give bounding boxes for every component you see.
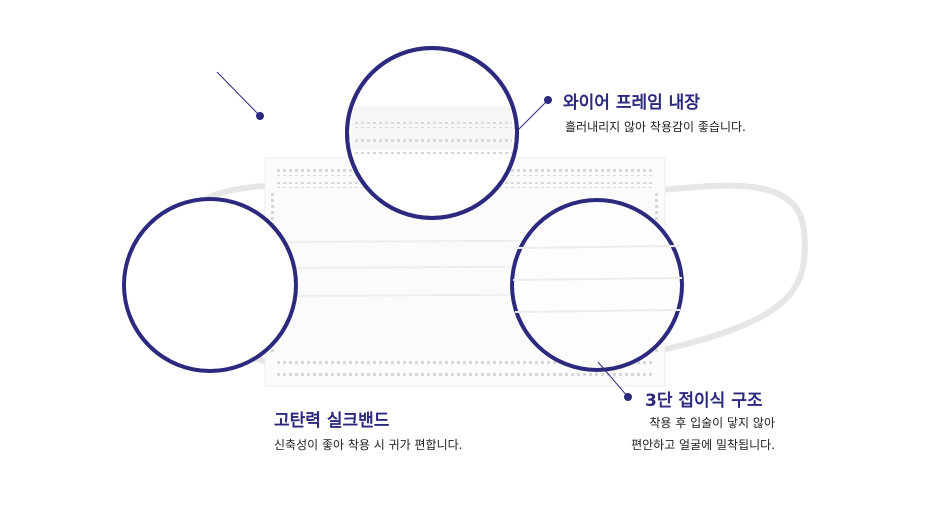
- silk-band-circle: [122, 197, 298, 373]
- wire-frame-dot: [544, 96, 552, 104]
- fold-structure-desc-2: 편안하고 얼굴에 밀착됩니다.: [631, 438, 775, 452]
- fold-structure-circle: [510, 198, 684, 372]
- silk-band-dot: [256, 112, 264, 120]
- fold-structure-desc-1: 착용 후 입술이 닿지 않아: [649, 416, 775, 430]
- wire-frame-title: 와이어 프레임 내장: [563, 93, 700, 113]
- fold-structure-dot: [624, 393, 632, 401]
- right-ear-loop: [661, 182, 808, 353]
- fold-structure-title: 3단 접이식 구조: [645, 391, 763, 411]
- silk-band-desc: 신축성이 좋아 착용 시 귀가 편합니다.: [274, 438, 463, 452]
- silk-band-title: 고탄력 실크밴드: [274, 411, 390, 431]
- wire-frame-circle: [345, 46, 519, 220]
- wire-frame-desc: 흘러내리지 않아 착용감이 좋습니다.: [565, 120, 746, 134]
